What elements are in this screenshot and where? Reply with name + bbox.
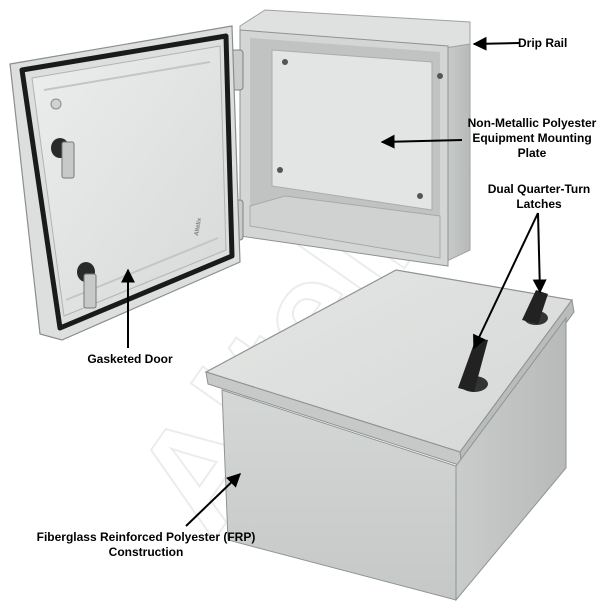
gasketed-door-text: Gasketed Door — [87, 352, 173, 366]
door-gasket — [19, 33, 235, 331]
closed-enclosure — [204, 269, 575, 602]
drip-rail-arrow — [472, 36, 521, 51]
mounting-plate-line-3: Plate — [517, 146, 547, 160]
latches-label: Dual Quarter-Turn Latches — [480, 182, 598, 212]
latches-line-2: Latches — [516, 197, 562, 211]
frp-arrow — [185, 473, 242, 527]
open-enclosure: Altelix — [9, 9, 471, 341]
gasketed-door-label: Gasketed Door — [82, 352, 178, 367]
drip-rail-label: Drip Rail — [518, 36, 567, 51]
drip-rail-text: Drip Rail — [518, 36, 568, 50]
door-latch-lower — [77, 262, 97, 309]
mounting-screw — [282, 59, 288, 65]
enclosure-floor — [249, 195, 441, 259]
door-rib — [43, 61, 211, 91]
latches-line-1: Dual Quarter-Turn — [487, 182, 591, 196]
mounting-plate-label: Non-Metallic Polyester Equipment Mountin… — [462, 116, 602, 161]
mounting-plate-line-1: Non-Metallic Polyester — [467, 116, 597, 130]
mounting-plate-arrow — [380, 134, 463, 149]
door-badge: Altelix — [194, 217, 203, 236]
mounting-screw — [277, 167, 283, 173]
closed-enclosure-side — [455, 316, 567, 602]
mounting-screw — [437, 73, 443, 79]
mounting-plate — [271, 49, 433, 211]
frp-line-1: Fiberglass Reinforced Polyester (FRP) — [36, 530, 256, 544]
frp-line-2: Construction — [108, 545, 184, 559]
mounting-screw — [417, 193, 423, 199]
mounting-plate-line-2: Equipment Mounting — [472, 131, 592, 145]
latch-arrow-front — [473, 212, 539, 350]
latch-rear — [522, 290, 548, 325]
frp-label: Fiberglass Reinforced Polyester (FRP) Co… — [16, 530, 276, 560]
door-hinge-pin — [50, 98, 62, 110]
latch-front — [458, 338, 488, 392]
door-latch-upper — [51, 138, 75, 179]
latch-arrow-rear — [532, 212, 547, 294]
door-inner-panel — [31, 45, 227, 317]
